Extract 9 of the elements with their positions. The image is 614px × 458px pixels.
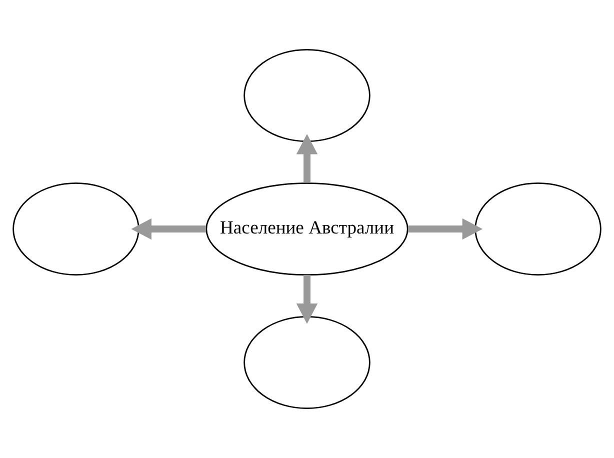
node-ellipse [244,48,370,142]
node-ellipse [474,182,602,276]
node-ellipse: Население Австралии [206,182,408,276]
arrow [296,274,318,324]
arrow [296,134,318,183]
arrow [131,218,206,240]
node-ellipse [244,316,370,410]
node-ellipse [12,182,140,276]
arrow [408,218,483,240]
